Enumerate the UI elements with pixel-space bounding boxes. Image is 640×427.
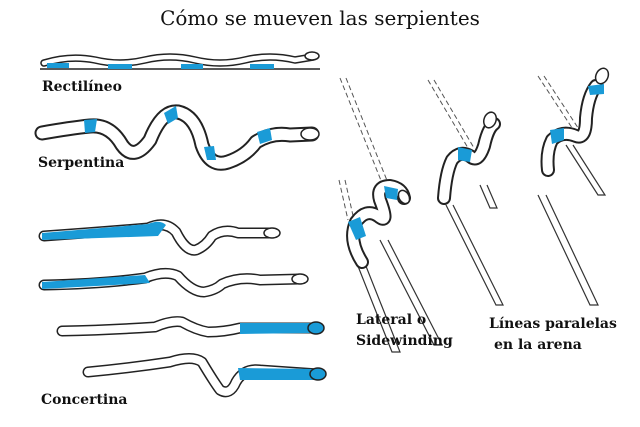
page-title: Cómo se mueven las serpientes bbox=[160, 6, 480, 30]
label-rectilinear: Rectilíneo bbox=[42, 79, 122, 95]
track-lines-dashed bbox=[338, 75, 587, 221]
rectilinear-snake bbox=[40, 51, 320, 70]
sidewinder-snake-1 bbox=[346, 179, 411, 269]
head bbox=[263, 227, 281, 239]
contact-points bbox=[84, 106, 272, 160]
label-lateral-line1: Lateral o bbox=[356, 312, 427, 328]
concertina-snake-3 bbox=[56, 316, 325, 338]
head bbox=[300, 127, 320, 141]
head bbox=[309, 367, 327, 381]
contact-area bbox=[42, 275, 150, 289]
label-parallel-line1: Líneas paralelas bbox=[489, 316, 617, 332]
serpentine-snake bbox=[34, 104, 320, 171]
label-parallel-line2: en la arena bbox=[494, 337, 582, 353]
contact-area bbox=[238, 368, 316, 380]
sidewinder-snake-2 bbox=[437, 111, 501, 205]
concertina-snake-1 bbox=[38, 219, 281, 256]
head bbox=[307, 321, 325, 335]
track-lines-solid bbox=[349, 144, 607, 353]
contact-area bbox=[240, 323, 312, 334]
contact-points bbox=[47, 63, 274, 69]
label-lateral-line2: Sidewinding bbox=[356, 333, 453, 349]
head bbox=[304, 51, 320, 61]
contact-area bbox=[42, 221, 166, 240]
concertina-snake-2 bbox=[38, 267, 309, 298]
sidewinder-snake-3 bbox=[540, 67, 610, 177]
label-serpentine: Serpentina bbox=[38, 155, 125, 171]
label-concertina: Concertina bbox=[41, 392, 128, 408]
concertina-snake-4 bbox=[82, 353, 327, 398]
head bbox=[291, 273, 309, 285]
